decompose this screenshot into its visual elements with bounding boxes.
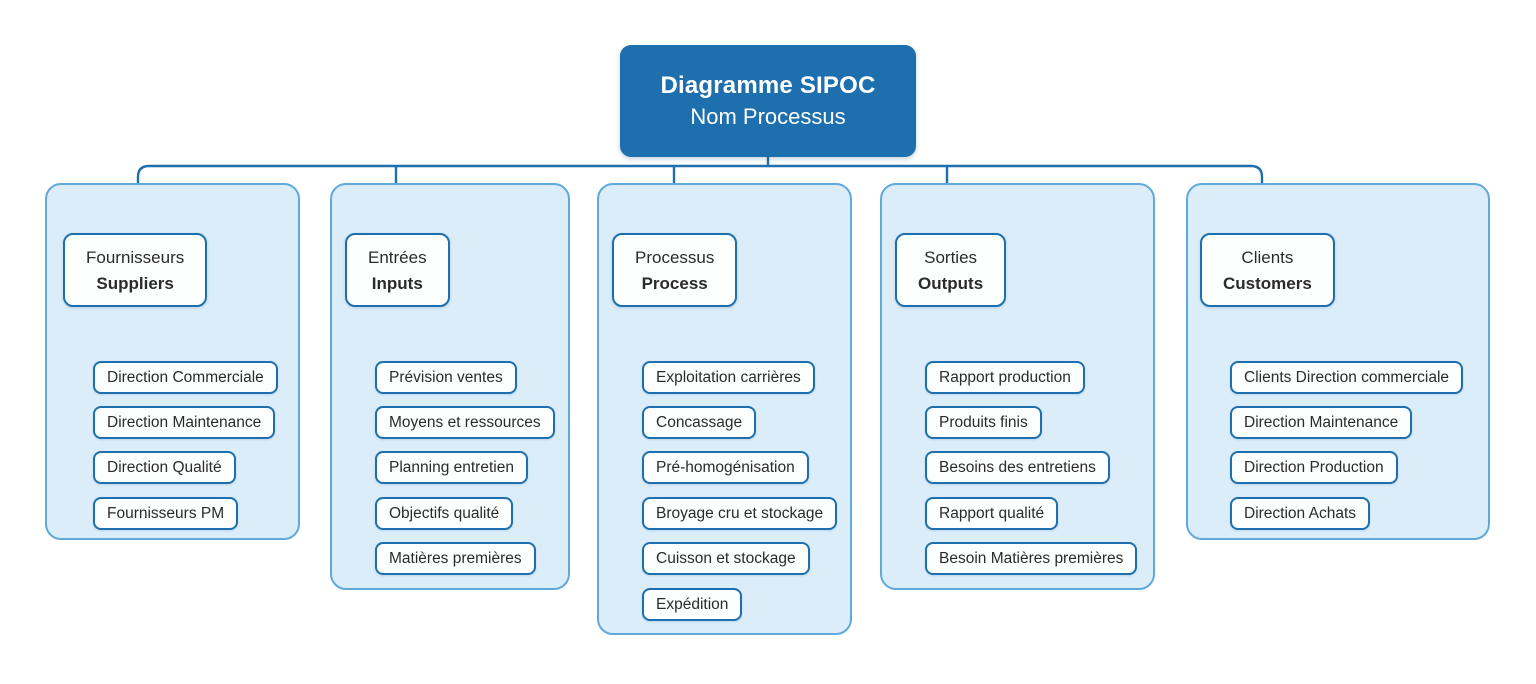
item-node: Clients Direction commerciale xyxy=(1230,361,1464,394)
column-label-en: Customers xyxy=(1223,274,1312,293)
item-node: Moyens et ressources xyxy=(375,406,555,439)
item-node: Direction Commerciale xyxy=(93,361,278,394)
item-node: Exploitation carrières xyxy=(642,361,815,394)
diagram-title: Diagramme SIPOC xyxy=(660,72,876,99)
diagram-title-node: Diagramme SIPOC Nom Processus xyxy=(620,45,916,157)
item-node: Produits finis xyxy=(925,406,1042,439)
item-node: Rapport qualité xyxy=(925,497,1059,530)
item-node: Matières premières xyxy=(375,542,536,575)
column-label-fr: Fournisseurs xyxy=(86,248,185,267)
item-node: Concassage xyxy=(642,406,757,439)
item-node: Direction Maintenance xyxy=(1230,406,1413,439)
item-node: Direction Achats xyxy=(1230,497,1370,530)
item-node: Broyage cru et stockage xyxy=(642,497,838,530)
diagram-subtitle: Nom Processus xyxy=(690,104,846,129)
item-node: Cuisson et stockage xyxy=(642,542,810,575)
item-node: Direction Qualité xyxy=(93,451,236,484)
column-label-en: Suppliers xyxy=(96,274,174,293)
column-label-fr: Sorties xyxy=(924,248,978,267)
item-node: Direction Production xyxy=(1230,451,1398,484)
column-label-en: Inputs xyxy=(371,274,423,293)
item-node: Expédition xyxy=(642,588,743,621)
column-label-en: Process xyxy=(641,274,708,293)
item-node: Pré-homogénisation xyxy=(642,451,809,484)
item-node: Prévision ventes xyxy=(375,361,517,394)
item-node: Fournisseurs PM xyxy=(93,497,239,530)
column-label-fr: Processus xyxy=(635,248,715,267)
column-label-en: Outputs xyxy=(918,274,984,293)
item-node: Objectifs qualité xyxy=(375,497,514,530)
item-node: Direction Maintenance xyxy=(93,406,276,439)
item-node: Besoins des entretiens xyxy=(925,451,1110,484)
item-node: Besoin Matières premières xyxy=(925,542,1138,575)
item-node: Rapport production xyxy=(925,361,1085,394)
column-label-fr: Clients xyxy=(1241,248,1294,267)
column-label-fr: Entrées xyxy=(368,248,427,267)
item-node: Planning entretien xyxy=(375,451,528,484)
